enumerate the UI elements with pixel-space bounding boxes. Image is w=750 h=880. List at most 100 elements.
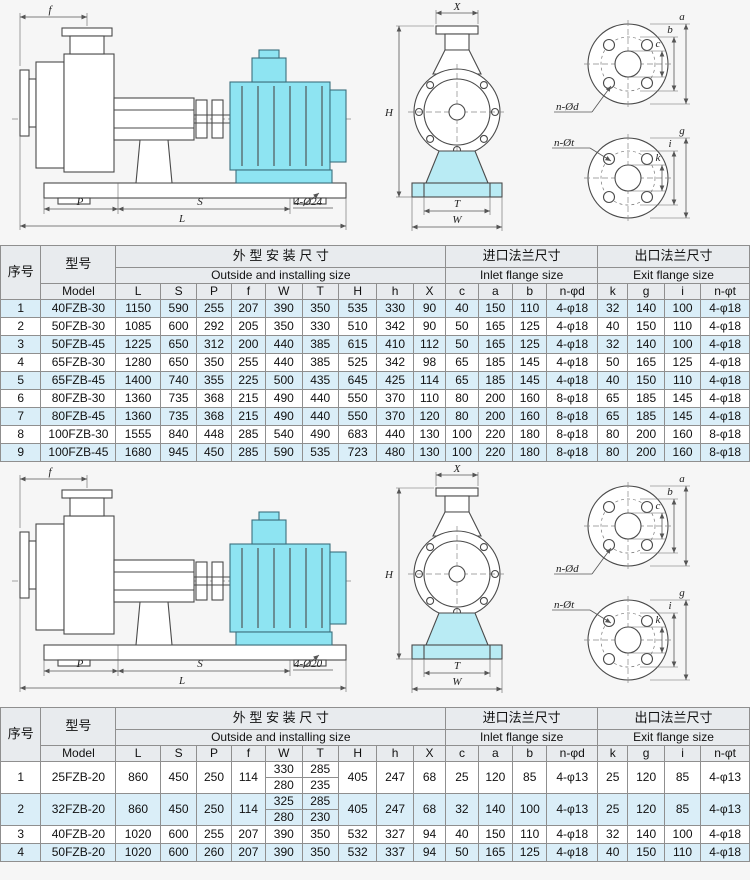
dim-cell: 140	[477, 793, 514, 826]
dim-cell: 120	[412, 407, 447, 426]
dim-cell: 160	[512, 407, 548, 426]
dim-cell: 235	[301, 777, 339, 794]
dim-cell: 50	[445, 843, 479, 862]
dim-cell: 4-φ18	[546, 353, 599, 372]
dim-cell: 337	[376, 843, 414, 862]
header-serial: 序号	[0, 707, 42, 762]
serial-cell: 2	[0, 317, 42, 336]
dim-cell: 165	[477, 335, 514, 354]
dim-cell: 68	[412, 793, 447, 826]
dim-cell: 740	[159, 371, 198, 390]
model-cell: 80FZB-30	[40, 389, 117, 408]
dim-cell: 292	[196, 317, 232, 336]
col-header: W	[265, 283, 303, 300]
dim-cell: 185	[477, 353, 514, 372]
dim-cell: 590	[265, 443, 303, 462]
dim-cell: 510	[337, 317, 378, 336]
dim-cell: 40	[597, 317, 629, 336]
col-header: h	[376, 745, 414, 762]
dim-cell: 490	[301, 425, 339, 444]
page: f P S L 4-Ø24	[0, 0, 750, 862]
col-header: H	[337, 283, 378, 300]
dim-cell: 80	[597, 443, 629, 462]
dim-cell: 450	[196, 443, 232, 462]
dim-cell: 1280	[115, 353, 161, 372]
dim-label-P: P	[76, 658, 84, 670]
header-model-cn: 型号	[40, 707, 117, 746]
header-inlet-en: Inlet flange size	[445, 267, 599, 284]
dim-cell: 4-φ18	[700, 407, 750, 426]
dim-cell: 80	[445, 407, 479, 426]
dim-cell: 165	[477, 843, 514, 862]
dim-cell: 85	[512, 761, 548, 794]
dim-cell: 440	[265, 353, 303, 372]
dim-cell: 185	[627, 389, 665, 408]
dim-cell: 650	[159, 353, 198, 372]
dim-cell: 525	[337, 353, 378, 372]
dim-cell: 250	[196, 761, 232, 794]
dim-cell: 220	[477, 443, 514, 462]
dim-cell: 405	[337, 793, 378, 826]
dim-cell: 280	[265, 809, 303, 826]
dim-cell: 4-φ18	[700, 371, 750, 390]
pump-drawing-2: f P S L 4-Ø20	[0, 462, 750, 707]
dim-cell: 4-φ18	[700, 843, 750, 862]
dim-cell: 207	[230, 299, 267, 318]
dim-cell: 100	[663, 299, 702, 318]
dim-cell: 4-φ13	[546, 761, 599, 794]
motor	[229, 49, 347, 184]
dim-cell: 370	[376, 389, 414, 408]
dim-cell: 140	[627, 825, 665, 844]
dim-cell: 330	[265, 761, 303, 778]
dim-cell: 140	[627, 299, 665, 318]
col-header: g	[627, 283, 665, 300]
dim-cell: 330	[301, 317, 339, 336]
col-header: P	[196, 283, 232, 300]
col-header: T	[301, 745, 339, 762]
dim-cell: 32	[597, 825, 629, 844]
dim-cell: 150	[477, 825, 514, 844]
dim-cell: 4-φ18	[700, 317, 750, 336]
dim-cell: 550	[337, 407, 378, 426]
dim-cell: 110	[512, 825, 548, 844]
model-cell: 50FZB-30	[40, 317, 117, 336]
dim-cell: 50	[445, 317, 479, 336]
dim-cell: 145	[663, 407, 702, 426]
dim-cell: 65	[597, 407, 629, 426]
dim-cell: 4-φ18	[546, 825, 599, 844]
dim-cell: 80	[597, 425, 629, 444]
dim-cell: 4-φ18	[700, 335, 750, 354]
dim-cell: 110	[412, 389, 447, 408]
dim-cell: 860	[115, 761, 161, 794]
dim-cell: 100	[445, 425, 479, 444]
dim-cell: 285	[301, 793, 339, 810]
dim-cell: 8-φ18	[546, 389, 599, 408]
dim-cell: 120	[477, 761, 514, 794]
header-model-en: Model	[40, 745, 117, 762]
model-cell: 100FZB-45	[40, 443, 117, 462]
dim-cell: 590	[159, 299, 198, 318]
dim-cell: 120	[627, 761, 665, 794]
dim-cell: 1020	[115, 843, 161, 862]
dim-cell: 40	[597, 843, 629, 862]
dim-cell: 4-φ18	[700, 299, 750, 318]
col-header: T	[301, 283, 339, 300]
dim-cell: 860	[115, 793, 161, 826]
dim-cell: 165	[477, 317, 514, 336]
dim-cell: 110	[663, 371, 702, 390]
dim-cell: 40	[597, 371, 629, 390]
dim-label-H: H	[384, 569, 394, 581]
dim-cell: 840	[159, 425, 198, 444]
header-outside-cn: 外 型 安 装 尺 寸	[115, 707, 447, 730]
dim-cell: 145	[663, 389, 702, 408]
outlet-flange-view: k i g n-Øt	[552, 125, 690, 222]
model-cell: 65FZB-30	[40, 353, 117, 372]
dim-cell: 130	[412, 443, 447, 462]
dim-cell: 220	[477, 425, 514, 444]
dim-cell: 100	[663, 335, 702, 354]
